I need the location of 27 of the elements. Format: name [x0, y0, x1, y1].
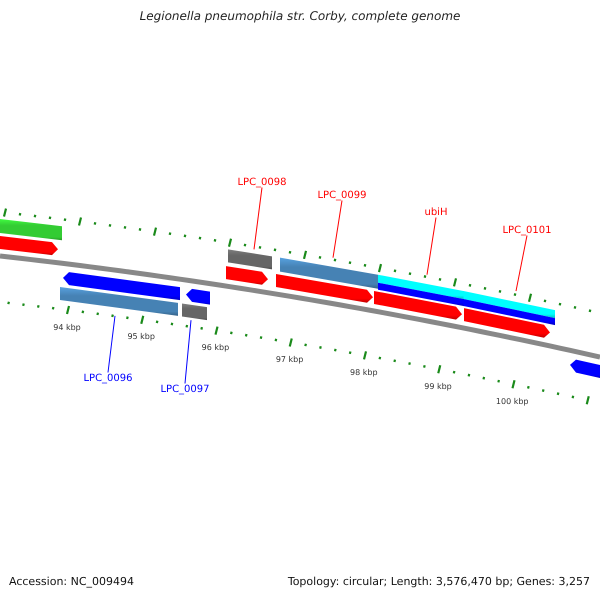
leader-line — [332, 200, 342, 258]
gene-label: LPC_0097 — [160, 384, 210, 394]
scale-label: 99 kbp — [424, 382, 452, 392]
accession-note: Accession: NC_009494 — [9, 576, 134, 588]
scale-label: 98 kbp — [350, 368, 378, 378]
scale-label: 95 kbp — [127, 333, 155, 342]
gene-label: LPC_0096 — [83, 372, 133, 384]
gene-bar — [464, 291, 555, 326]
genome-stats-note: Topology: circular; Length: 3,576,470 bp; Genes: 3,257 — [288, 576, 590, 588]
gene-bar — [228, 249, 272, 270]
leader-line — [426, 217, 436, 276]
gene-bar — [280, 258, 378, 289]
scale-label: 97 kbp — [276, 356, 304, 365]
scale-label: 100 kbp — [496, 398, 528, 406]
leader-line — [108, 315, 116, 373]
gene-label: LPC_0101 — [502, 224, 552, 236]
gene-label: LPC_0099 — [317, 190, 367, 200]
gene-bar — [378, 274, 464, 306]
gene-bar — [182, 303, 207, 320]
gene-label: LPC_0098 — [237, 176, 287, 188]
gene-bar — [60, 287, 178, 316]
scale-label: 94 kbp — [53, 324, 81, 332]
gene-label: ubiH — [424, 206, 448, 218]
scale-label: 96 kbp — [202, 344, 230, 353]
title: Legionella pneumophila str. Corby, complete genome — [138, 10, 462, 24]
leader-line — [516, 235, 528, 292]
leader-line — [184, 320, 192, 384]
